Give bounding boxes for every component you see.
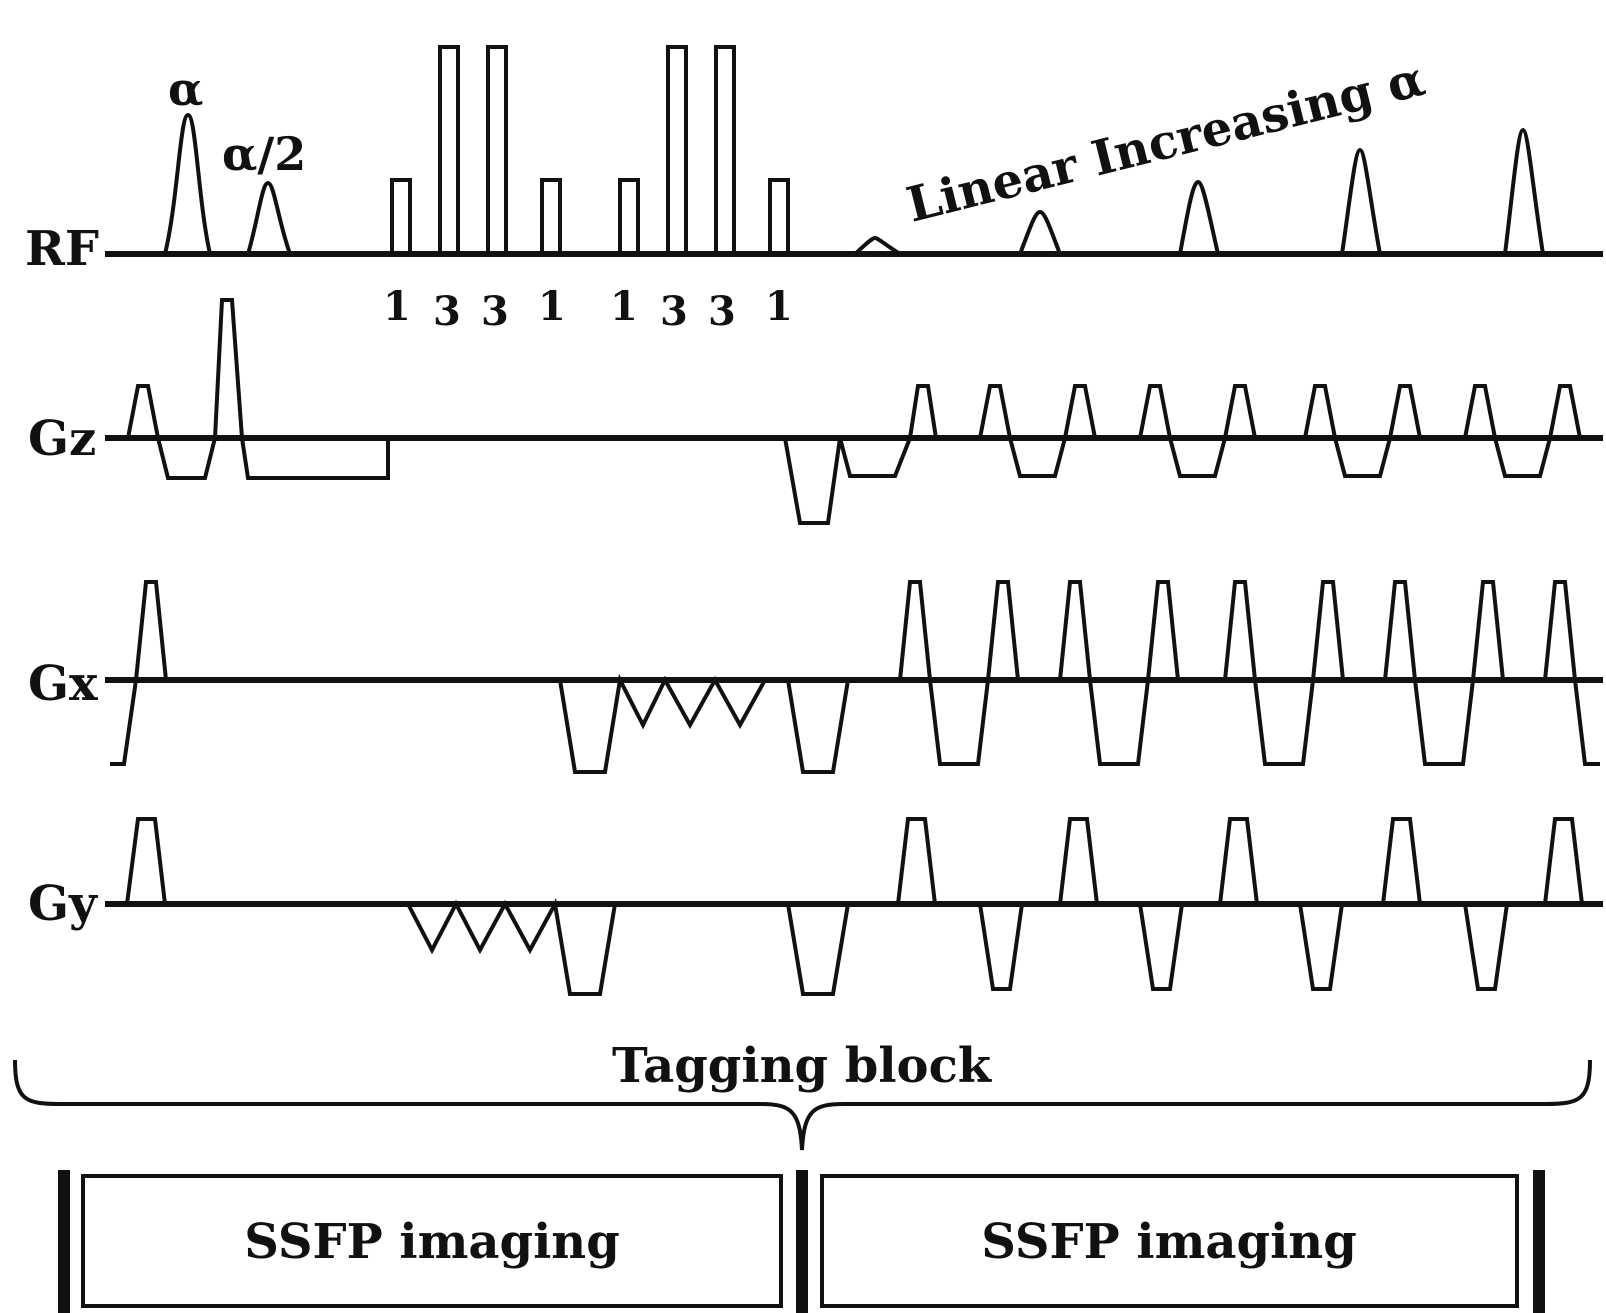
ssfp-imaging-blocks: SSFP imaging SSFP imaging	[58, 1170, 1545, 1313]
gx-waveform	[110, 580, 168, 766]
rf-alpha-half-pulse	[246, 180, 292, 255]
gz-waveform	[126, 298, 390, 480]
binomial-weight-labels: 1 3 3 1 1 3 3 1	[383, 283, 793, 335]
binomial-weight: 1	[765, 283, 793, 330]
block-separator	[58, 1170, 70, 1313]
gy-ssfp-phase-encode	[896, 817, 1584, 991]
tagging-block-label: Tagging block	[612, 1038, 993, 1094]
rf-binomial-pulse	[390, 178, 412, 254]
rf-label: RF	[25, 221, 99, 277]
ssfp-imaging-label: SSFP imaging	[981, 1214, 1357, 1270]
block-separator	[796, 1170, 808, 1313]
binomial-weight: 3	[708, 288, 736, 335]
binomial-weight: 1	[383, 283, 411, 330]
rf-binomial-pulse	[666, 45, 688, 254]
binomial-weight: 3	[660, 288, 688, 335]
tagging-block: Tagging block	[13, 1038, 1592, 1151]
gz-ssfp-waveform	[908, 384, 1582, 478]
binomial-weight: 1	[610, 283, 638, 330]
gx-label: Gx	[28, 656, 98, 712]
rf-ramp-pulse	[1178, 179, 1220, 255]
ssfp-imaging-block	[820, 1174, 1519, 1308]
rf-binomial-pulse	[714, 45, 736, 254]
linear-increasing-alpha-label: Linear Increasing α	[901, 51, 1430, 234]
rf-binomial-pulse	[486, 45, 508, 254]
rf-binomial-pulse	[618, 178, 640, 254]
gz-row: Gz	[28, 298, 1603, 525]
rf-binomial-pulse	[438, 45, 460, 254]
rf-ramp-pulse	[853, 235, 902, 256]
curly-brace	[13, 1059, 1592, 1151]
binomial-weight: 3	[433, 288, 461, 335]
rf-binomial-pulse	[540, 178, 562, 254]
gz-crusher	[783, 437, 912, 525]
ssfp-imaging-label: SSFP imaging	[244, 1214, 620, 1270]
gx-tagging-gradient	[558, 673, 850, 774]
rf-row: RF α α/2 Linear Increasing α 1 3 3 1 1 3…	[25, 45, 1603, 335]
rf-ramp-pulse	[1018, 209, 1062, 255]
gx-row: Gx	[28, 580, 1603, 774]
binomial-weight: 3	[481, 288, 509, 335]
rf-alpha-pulse	[163, 112, 212, 255]
gx-ssfp-readout	[898, 580, 1600, 766]
gy-tagging-gradient	[406, 897, 850, 996]
rf-binomial-pulse	[768, 178, 790, 254]
block-separator	[1533, 1170, 1545, 1313]
gy-label: Gy	[28, 876, 99, 932]
gy-row: Gy	[28, 817, 1603, 996]
ssfp-imaging-block	[81, 1174, 783, 1308]
binomial-weight: 1	[538, 283, 566, 330]
rf-ramp-pulse	[1340, 147, 1382, 255]
alpha-label: α	[168, 62, 203, 116]
alpha-half-label: α/2	[222, 127, 306, 181]
gz-label: Gz	[28, 411, 96, 467]
rf-ramp-pulse	[1503, 127, 1545, 255]
gy-waveform	[125, 817, 167, 905]
